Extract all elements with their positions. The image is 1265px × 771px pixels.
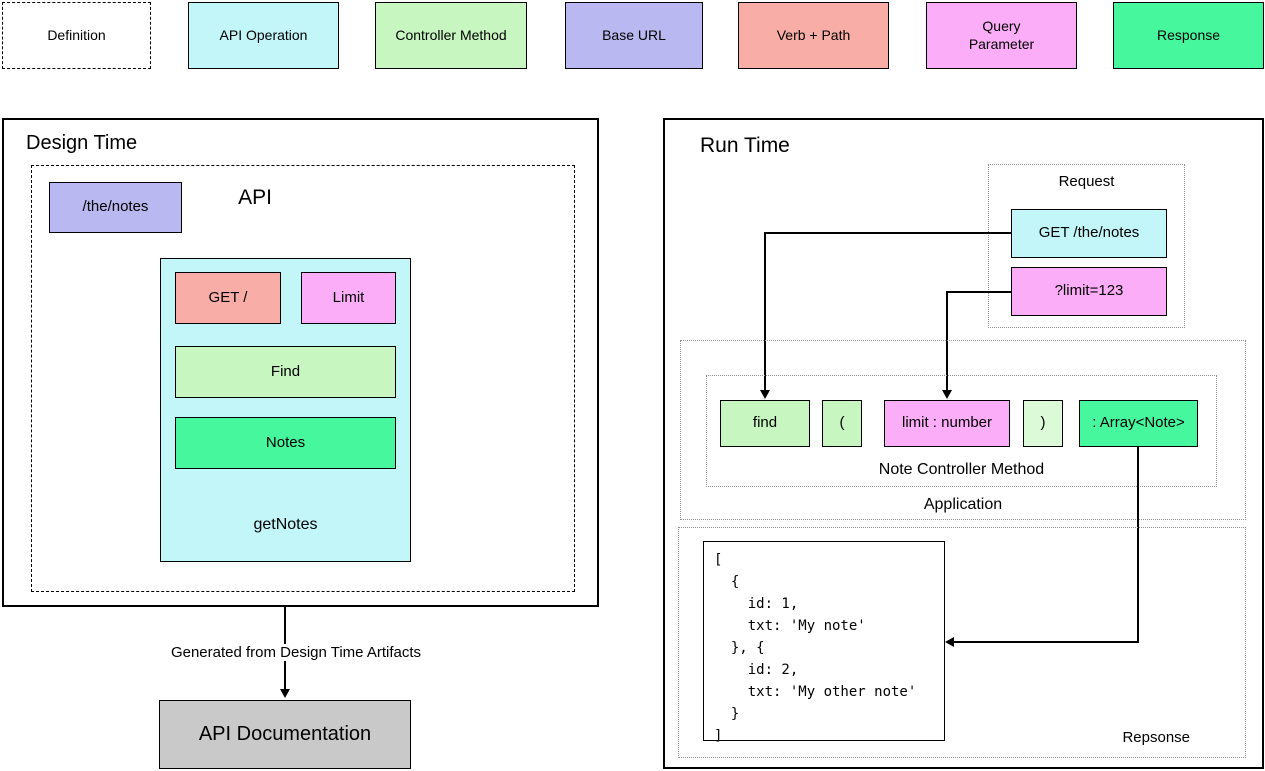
design-verb-path-label: GET /: [208, 288, 248, 306]
query-to-param-arrowhead-icon: [942, 390, 952, 399]
legend-api-operation-label: API Operation: [219, 26, 308, 43]
legend-controller-method: Controller Method: [375, 2, 527, 69]
legend-response: Response: [1113, 2, 1264, 69]
design-to-doc-arrowhead-icon: [280, 689, 290, 698]
token-method-name-label: find: [752, 414, 778, 432]
design-response-label: Notes: [265, 433, 306, 451]
request-group-label: Request: [1058, 173, 1115, 190]
legend-base-url: Base URL: [565, 2, 703, 69]
response-group-label: Repsonse: [1122, 729, 1190, 746]
api-documentation-label: API Documentation: [198, 723, 372, 745]
request-group-box: [988, 164, 1185, 328]
design-query-parameter-box: Limit: [301, 272, 396, 324]
design-response-box: Notes: [175, 417, 396, 469]
design-controller-method-box: Find: [175, 346, 396, 398]
design-query-parameter-label: Limit: [332, 288, 365, 306]
legend-query-parameter: Query Parameter: [926, 2, 1077, 69]
design-time-section: [2, 118, 599, 607]
token-open-paren-box: (: [822, 400, 862, 447]
design-to-doc-arrow-label: Generated from Design Time Artifacts: [150, 644, 442, 661]
request-query-parameter-box: ?limit=123: [1011, 267, 1167, 316]
return-to-response-arrowhead-icon: [945, 637, 954, 647]
run-time-title: Run Time: [700, 134, 790, 157]
request-to-find-arrowhead-icon: [760, 390, 770, 399]
legend-controller-method-label: Controller Method: [395, 26, 507, 43]
token-parameter-box: limit : number: [884, 400, 1010, 447]
design-base-url-box: /the/notes: [49, 182, 182, 233]
request-query-parameter-label: ?limit=123: [1054, 282, 1124, 300]
application-group-box: [680, 340, 1246, 520]
design-operation-name: getNotes: [253, 516, 318, 533]
request-to-find-connector-h: [765, 232, 1011, 234]
response-code-box: [ { id: 1, txt: 'My note' }, { id: 2, tx…: [703, 541, 945, 744]
token-close-paren-label: ): [1040, 414, 1046, 432]
legend-api-operation: API Operation: [188, 2, 339, 69]
legend-base-url-label: Base URL: [602, 26, 666, 43]
response-group-box: [678, 527, 1246, 758]
legend-verb-path: Verb + Path: [738, 2, 889, 69]
legend-verb-path-label: Verb + Path: [776, 26, 851, 43]
response-code: [ { id: 1, txt: 'My note' }, { id: 2, tx…: [714, 552, 917, 744]
legend-definition-label: Definition: [47, 26, 106, 43]
token-parameter-label: limit : number: [901, 414, 993, 432]
controller-method-group-label: Note Controller Method: [878, 461, 1045, 478]
request-to-find-connector-v: [764, 232, 766, 391]
token-open-paren-label: (: [839, 414, 845, 432]
design-base-url-label: /the/notes: [82, 198, 149, 216]
query-to-param-connector-v: [946, 291, 948, 391]
run-time-section: [663, 118, 1264, 769]
token-return-type-label: : Array<Note>: [1092, 414, 1185, 432]
return-to-response-connector-h: [953, 641, 1139, 643]
legend-definition: Definition: [2, 2, 151, 69]
return-to-response-connector-v: [1137, 447, 1139, 643]
controller-method-group-box: [706, 375, 1217, 487]
token-close-paren-box: ): [1023, 400, 1063, 447]
legend-query-parameter-label: Query Parameter: [968, 18, 1035, 52]
api-definition-label: API: [238, 186, 272, 209]
token-return-type-box: : Array<Note>: [1079, 400, 1198, 447]
api-definition-box: [31, 165, 575, 592]
design-verb-path-box: GET /: [175, 272, 281, 324]
token-method-name-box: find: [720, 400, 810, 447]
design-time-title: Design Time: [26, 132, 138, 154]
design-controller-method-label: Find: [270, 362, 301, 380]
application-group-label: Application: [923, 496, 1003, 513]
query-to-param-connector-h: [947, 291, 1011, 293]
request-operation-box: GET /the/notes: [1011, 209, 1167, 258]
api-documentation-box: API Documentation: [159, 700, 411, 769]
legend-response-label: Response: [1156, 26, 1221, 43]
request-operation-label: GET /the/notes: [1038, 224, 1140, 242]
